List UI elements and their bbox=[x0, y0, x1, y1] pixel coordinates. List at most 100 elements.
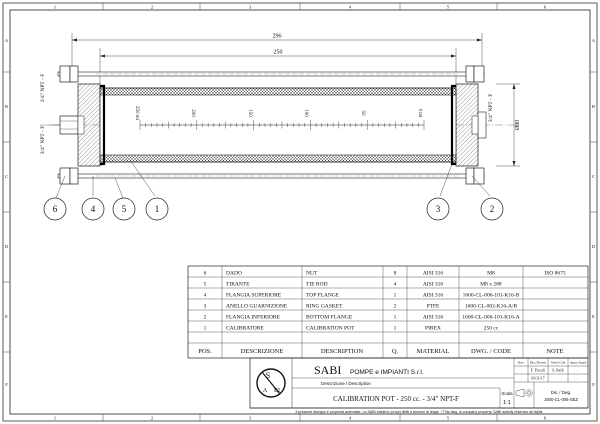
left-port-fitting bbox=[59, 115, 79, 135]
bom-cell-material: AISI 316 bbox=[423, 293, 444, 299]
nut bbox=[465, 65, 475, 83]
header-pos: POS. bbox=[198, 348, 212, 355]
col-number: 6 bbox=[544, 5, 547, 10]
row-letter: A bbox=[5, 38, 9, 43]
row-letter: F bbox=[592, 382, 595, 387]
projection-symbol bbox=[515, 388, 533, 398]
scale-label: 150 bbox=[247, 109, 252, 117]
company-full-name: POMPE e IMPIANTI S.r.l. bbox=[350, 369, 424, 376]
logo-letter-s: S bbox=[266, 371, 270, 380]
drawn-by: F. Piccoli bbox=[531, 369, 545, 373]
dwg-number: 1600-CL-006-SEZ bbox=[544, 397, 578, 402]
nut bbox=[69, 65, 79, 83]
row-letter: B bbox=[5, 104, 8, 109]
header-descrizione: DESCRIZIONE bbox=[241, 348, 284, 355]
row-letter: E bbox=[592, 314, 595, 319]
section-view: 296 250 Ø80 bbox=[40, 33, 521, 221]
bom-cell-pos: 2 bbox=[204, 315, 207, 321]
dimension-arrows bbox=[72, 38, 516, 166]
bom-cell-description: TOP FLANGE bbox=[306, 293, 340, 299]
scale-label: 0 ml bbox=[417, 108, 422, 118]
bom-cell-q: 1 bbox=[394, 315, 397, 321]
bom-cell-dwg: M8 x 288 bbox=[480, 282, 502, 288]
bom-cell-description: CALIBRATION POT bbox=[306, 326, 355, 332]
bom-header: POS. DESCRIZIONE DESCRIPTION Q. MATERIAL… bbox=[198, 348, 563, 355]
bom-grid bbox=[188, 266, 588, 358]
balloon-label: 4 bbox=[91, 204, 96, 214]
dimension-inner: 250 bbox=[274, 50, 283, 56]
scale-label: 100 bbox=[303, 109, 308, 117]
approved-dash: - bbox=[577, 369, 579, 373]
bom-cell-q: 2 bbox=[394, 304, 397, 310]
row-letters-left: A B C D E F bbox=[5, 38, 9, 387]
bom-cell-descrizione: FLANGIA SUPERIORE bbox=[226, 293, 282, 299]
balloon-label: 5 bbox=[122, 204, 127, 214]
col-number: 3 bbox=[249, 5, 252, 10]
nut bbox=[473, 167, 485, 185]
balloon bbox=[145, 197, 169, 221]
bom-cell-dwg: 1600-CL-006-101-K16-B bbox=[463, 293, 520, 299]
bom-cell-description: TIE ROD bbox=[306, 282, 328, 288]
balloon-label: 2 bbox=[490, 204, 495, 214]
bom-cell-material: PTFE bbox=[427, 304, 440, 310]
bom-cell-description: BOTTOM FLANGE bbox=[306, 315, 353, 321]
bom-cell-note: ISO 8675 bbox=[544, 271, 565, 277]
leader-lines bbox=[55, 159, 491, 199]
col-number: 6 bbox=[544, 416, 547, 421]
row-letter: E bbox=[5, 314, 8, 319]
col-number: 1 bbox=[54, 416, 56, 421]
header-material: MATERIAL bbox=[417, 348, 450, 355]
top-flange bbox=[77, 83, 101, 167]
bom-cell-q: 8 bbox=[394, 271, 397, 277]
checked-by: S. Belli bbox=[552, 369, 563, 373]
scale-label: 200 bbox=[190, 109, 195, 117]
row-letters-right: A B C D E F bbox=[592, 38, 596, 387]
graduation-ticks bbox=[139, 120, 425, 130]
approvals-headers: Rev Dis./Drawn Verif./Chk Appr./Appd bbox=[518, 361, 586, 365]
checked-header: Verif./Chk bbox=[551, 361, 566, 365]
bom-cell-material: PIREX bbox=[425, 326, 441, 332]
scale-label: Scala bbox=[501, 391, 513, 396]
bom-cell-dwg: 1600-CL-006-101-K16-A bbox=[462, 315, 519, 321]
nut bbox=[59, 65, 71, 83]
bom-cell-descrizione: ANELLO GUARNIZIONE bbox=[226, 304, 288, 310]
row-letter: C bbox=[592, 174, 595, 179]
row-letter: F bbox=[5, 382, 8, 387]
scale-label: 250 ml bbox=[134, 106, 139, 121]
bom-cell-dwg: M8 bbox=[487, 271, 495, 277]
col-number: 5 bbox=[447, 416, 450, 421]
thread-callout-left-bottom: 3/4" NPT - F bbox=[40, 126, 46, 155]
balloon bbox=[426, 197, 450, 221]
drawing-title: CALIBRATION POT - 250 cc. - 3/4" NPT-F bbox=[333, 395, 459, 403]
scale-label: 50 bbox=[360, 111, 365, 117]
row-letter: B bbox=[592, 104, 595, 109]
col-number: 1 bbox=[54, 5, 56, 10]
company-name: SABI bbox=[314, 363, 341, 377]
col-number: 2 bbox=[151, 416, 153, 421]
balloon-label: 1 bbox=[155, 204, 160, 214]
bom-cell-descrizione: TIRANTE bbox=[226, 282, 250, 288]
logo-letter-a: A bbox=[263, 388, 268, 394]
balloon bbox=[43, 197, 67, 221]
drawing-date: 03/11/17 bbox=[531, 377, 544, 381]
row-letter: D bbox=[5, 244, 9, 249]
graduation-labels: 250 ml 200 150 100 50 0 ml bbox=[134, 106, 422, 121]
bom-cell-pos: 1 bbox=[204, 326, 207, 332]
right-port-fitting bbox=[477, 111, 487, 139]
row-letter: C bbox=[5, 174, 8, 179]
bom-cell-descrizione: CALIBRATORE bbox=[226, 326, 264, 332]
row-letter: D bbox=[592, 244, 596, 249]
bom-cell-dwg: 1600-CL-002-K16-A/B bbox=[465, 304, 518, 310]
nut bbox=[473, 65, 485, 83]
bom-cell-descrizione: DADO bbox=[226, 271, 242, 277]
approvals-values: F. Piccoli S. Belli - 03/11/17 - bbox=[531, 369, 580, 382]
balloons: 6 4 5 1 3 2 bbox=[43, 197, 504, 221]
approved-date-dash: - bbox=[577, 377, 579, 381]
bom-cell-pos: 4 bbox=[204, 293, 207, 299]
approvals-grid bbox=[514, 358, 588, 408]
bom-cell-description: RING GASKET bbox=[306, 304, 343, 310]
balloon bbox=[480, 197, 504, 221]
balloon bbox=[112, 197, 136, 221]
